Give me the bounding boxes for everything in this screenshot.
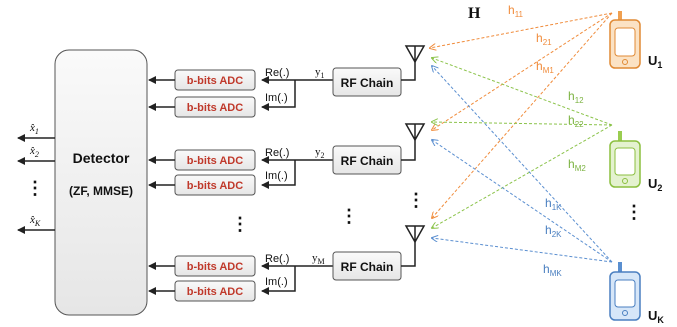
output-ellipsis: ⋮ <box>26 178 44 198</box>
user-K-label: UK <box>648 308 664 325</box>
adc-label: b-bits ADC <box>187 75 243 87</box>
re-label: Re(.) <box>265 147 289 159</box>
receive-chain-row-1: b-bits ADC b-bits ADC Re(.) Im(.) y1 RF … <box>148 45 426 118</box>
detector-title: Detector <box>73 150 130 166</box>
channel-line-hM1 <box>432 12 613 218</box>
user-K-phone-icon <box>609 262 641 321</box>
im-label: Im(.) <box>265 276 288 288</box>
adc-label: b-bits ADC <box>187 180 243 192</box>
output-label-2: x̂2 <box>29 145 39 159</box>
channel-label-hMK: hMK <box>543 262 562 278</box>
channel-label-h11: h11 <box>508 3 524 19</box>
channel-line-h2K <box>432 140 613 263</box>
detector-outputs: x̂1 x̂2 ⋮ x̂K <box>17 122 55 234</box>
detector-block: Detector (ZF, MMSE) <box>54 49 148 316</box>
channel-label-h2K: h2K <box>545 223 562 239</box>
user-1-label: U1 <box>648 53 662 70</box>
output-label-1: x̂1 <box>29 122 39 136</box>
adc-label: b-bits ADC <box>187 102 243 114</box>
user-ellipsis: ⋮ <box>625 202 643 222</box>
im-label: Im(.) <box>265 92 288 104</box>
antenna-icon <box>404 225 426 244</box>
user-1-phone-icon <box>609 11 641 69</box>
antenna-icon <box>404 123 426 142</box>
adc-label: b-bits ADC <box>187 155 243 167</box>
channel-line-h21 <box>432 12 613 130</box>
channel-line-h1K <box>432 66 613 263</box>
channel-label-h22: h22 <box>568 113 584 129</box>
antenna-icon <box>404 45 426 64</box>
channel-label-h1K: h1K <box>545 196 562 212</box>
user-2-label: U2 <box>648 176 662 193</box>
re-label: Re(.) <box>265 67 289 79</box>
im-label: Im(.) <box>265 170 288 182</box>
adc-label: b-bits ADC <box>187 286 243 298</box>
channel-label-h12: h12 <box>568 89 584 105</box>
y-label-M: yM <box>312 252 325 266</box>
rf-chain-label: RF Chain <box>341 154 394 168</box>
detector-subtitle: (ZF, MMSE) <box>69 184 133 198</box>
channel-line-hMK <box>432 238 613 263</box>
receive-chain-row-M: b-bits ADC b-bits ADC Re(.) Im(.) yM RF … <box>148 225 426 302</box>
channel-line-hM2 <box>432 124 613 228</box>
y-label-1: y1 <box>315 66 325 80</box>
rf-chain-label: RF Chain <box>341 76 394 90</box>
channel-line-h11 <box>430 12 613 48</box>
output-label-K: x̂K <box>29 214 41 228</box>
channel-lines <box>430 12 613 263</box>
rf-ellipsis: ⋮ <box>340 206 358 226</box>
y-label-2: y2 <box>315 146 325 160</box>
channel-label-hM2: hM2 <box>568 157 586 173</box>
user-2-phone-icon <box>609 131 641 188</box>
adc-ellipsis: ⋮ <box>231 214 249 234</box>
receive-chain-row-2: b-bits ADC b-bits ADC Re(.) Im(.) y2 RF … <box>148 123 426 196</box>
channel-labels: h11 h21 hM1 h12 h22 hM2 h1K h2K hMK <box>508 3 586 278</box>
channel-line-h22 <box>432 122 613 125</box>
rf-chain-block <box>332 67 402 97</box>
channel-label-h21: h21 <box>536 31 552 47</box>
channel-line-h12 <box>432 58 613 126</box>
antenna-ellipsis: ⋮ <box>407 190 425 210</box>
adc-label: b-bits ADC <box>187 261 243 273</box>
re-label: Re(.) <box>265 253 289 265</box>
channel-matrix-label: H <box>468 5 481 22</box>
channel-label-hM1: hM1 <box>536 59 554 75</box>
rf-chain-label: RF Chain <box>341 260 394 274</box>
